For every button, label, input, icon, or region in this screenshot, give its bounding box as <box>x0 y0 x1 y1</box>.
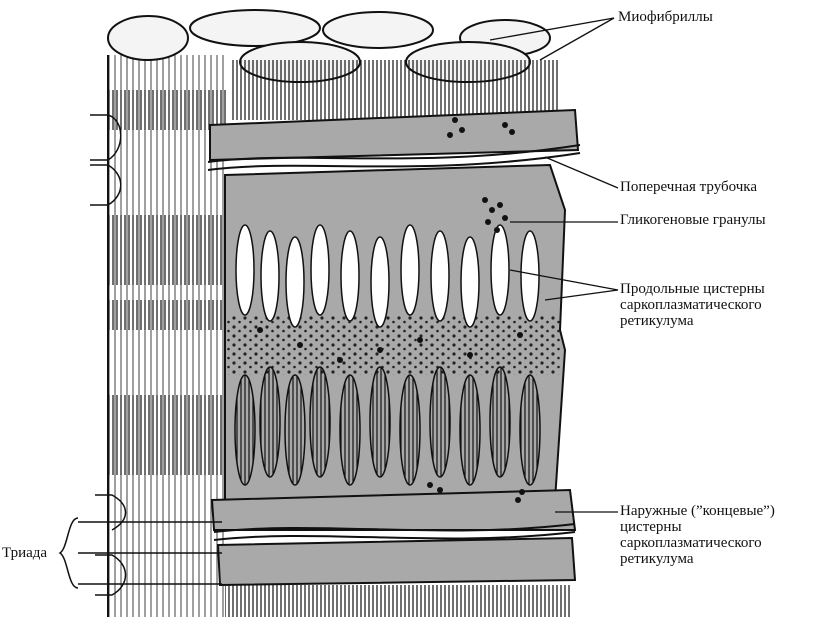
myofibril-oval-lower <box>339 374 361 486</box>
leader-lines <box>489 17 619 513</box>
glycogen-granule <box>257 327 263 333</box>
myofibril-oval-upper <box>460 236 480 328</box>
label-triad: Триада <box>2 545 48 561</box>
glycogen-granule <box>489 207 495 213</box>
glycogen-granule <box>515 497 521 503</box>
glycogen-granule <box>427 482 433 488</box>
label-longitudinal-cisterns: Продольные цистерны саркоплазматического… <box>620 281 765 329</box>
glycogen-granule <box>337 357 343 363</box>
triad-bracket <box>58 517 222 589</box>
myofibril-cap <box>107 15 189 61</box>
glycogen-granule <box>297 342 303 348</box>
myofibril-oval-lower <box>489 366 511 478</box>
myofibril-oval-lower <box>429 366 451 478</box>
t-tubule <box>207 144 581 541</box>
myofibril-oval-upper <box>260 230 280 322</box>
glycogen-granule <box>509 129 515 135</box>
glycogen-granule <box>377 347 383 353</box>
myofibril-oval-lower <box>234 374 256 486</box>
myofibril-oval-upper <box>235 224 255 316</box>
label-terminal-cisterns: Наружные (”концевые”) цистерны саркоплаз… <box>620 503 775 567</box>
myofibril-oval-lower <box>259 366 281 478</box>
glycogen-granules <box>257 117 525 503</box>
myofibril-bodies-bottom <box>225 585 570 617</box>
myofibril-oval-upper <box>370 236 390 328</box>
glycogen-granule <box>502 215 508 221</box>
myofibril-oval-lower <box>459 374 481 486</box>
myofibril-oval-lower <box>284 374 306 486</box>
glycogen-granule <box>452 117 458 123</box>
glycogen-granule <box>459 127 465 133</box>
myofibril-oval-upper <box>310 224 330 316</box>
glycogen-granule <box>447 132 453 138</box>
glycogen-granule <box>485 219 491 225</box>
myofibril-oval-upper <box>520 230 540 322</box>
myofibril-oval-upper <box>430 230 450 322</box>
myofibril-cap <box>322 11 434 49</box>
myofibril-bodies-top <box>230 60 560 120</box>
glycogen-granule <box>482 197 488 203</box>
glycogen-granule <box>467 352 473 358</box>
myofibril-oval-lower <box>309 366 331 478</box>
myofibril-sections <box>234 224 541 486</box>
myofibril-oval-lower <box>519 374 541 486</box>
label-t-tubule: Поперечная трубочка <box>620 179 758 195</box>
myofibril-oval-upper <box>400 224 420 316</box>
glycogen-granule <box>494 227 500 233</box>
myofibril-oval-upper <box>340 230 360 322</box>
glycogen-granule <box>437 487 443 493</box>
myofibril-cap <box>189 9 321 47</box>
glycogen-granule <box>519 489 525 495</box>
myofibril-oval-upper <box>490 224 510 316</box>
glycogen-granule <box>502 122 508 128</box>
glycogen-granule <box>497 202 503 208</box>
myofibril-oval-lower <box>369 366 391 478</box>
myofibril-oval-lower <box>399 374 421 486</box>
glycogen-granule <box>517 332 523 338</box>
glycogen-granule <box>417 337 423 343</box>
label-myofibrils: Миофибриллы <box>618 9 713 25</box>
myofibril-column-left <box>107 55 228 617</box>
sarcoplasmic-reticulum <box>209 108 580 587</box>
myofibril-oval-upper <box>285 236 305 328</box>
label-glycogen: Гликогеновые гранулы <box>620 212 766 228</box>
sarcolemma-left <box>90 114 127 596</box>
